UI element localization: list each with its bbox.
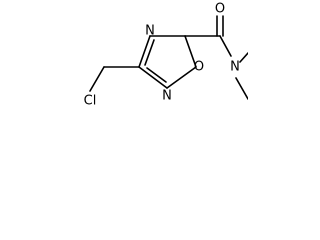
bond-c3-n4 [138,35,151,68]
structure-diagram: O N N N O Cl [84,2,248,109]
atom-o-ring: O [194,60,204,75]
bond-n2-c3 [138,66,168,89]
bond-o1-n2 [166,66,197,89]
atom-cl: Cl [84,94,97,109]
double-bond-c3-n4 [144,39,155,66]
atom-n-ring-upper: N [145,24,155,39]
bond-c5-o1 [184,35,197,68]
bond-n-methyl-upper [239,52,248,63]
bond-ch2-cl [89,66,105,92]
double-bond-n2-c3 [146,67,167,83]
atom-n-amide: N [230,60,240,75]
bond-n-methyl-lower [235,77,248,100]
atom-n-ring-lower: N [162,89,172,104]
bond-ccarbonyl-n [219,35,232,57]
atom-o-carbonyl: O [215,2,225,17]
